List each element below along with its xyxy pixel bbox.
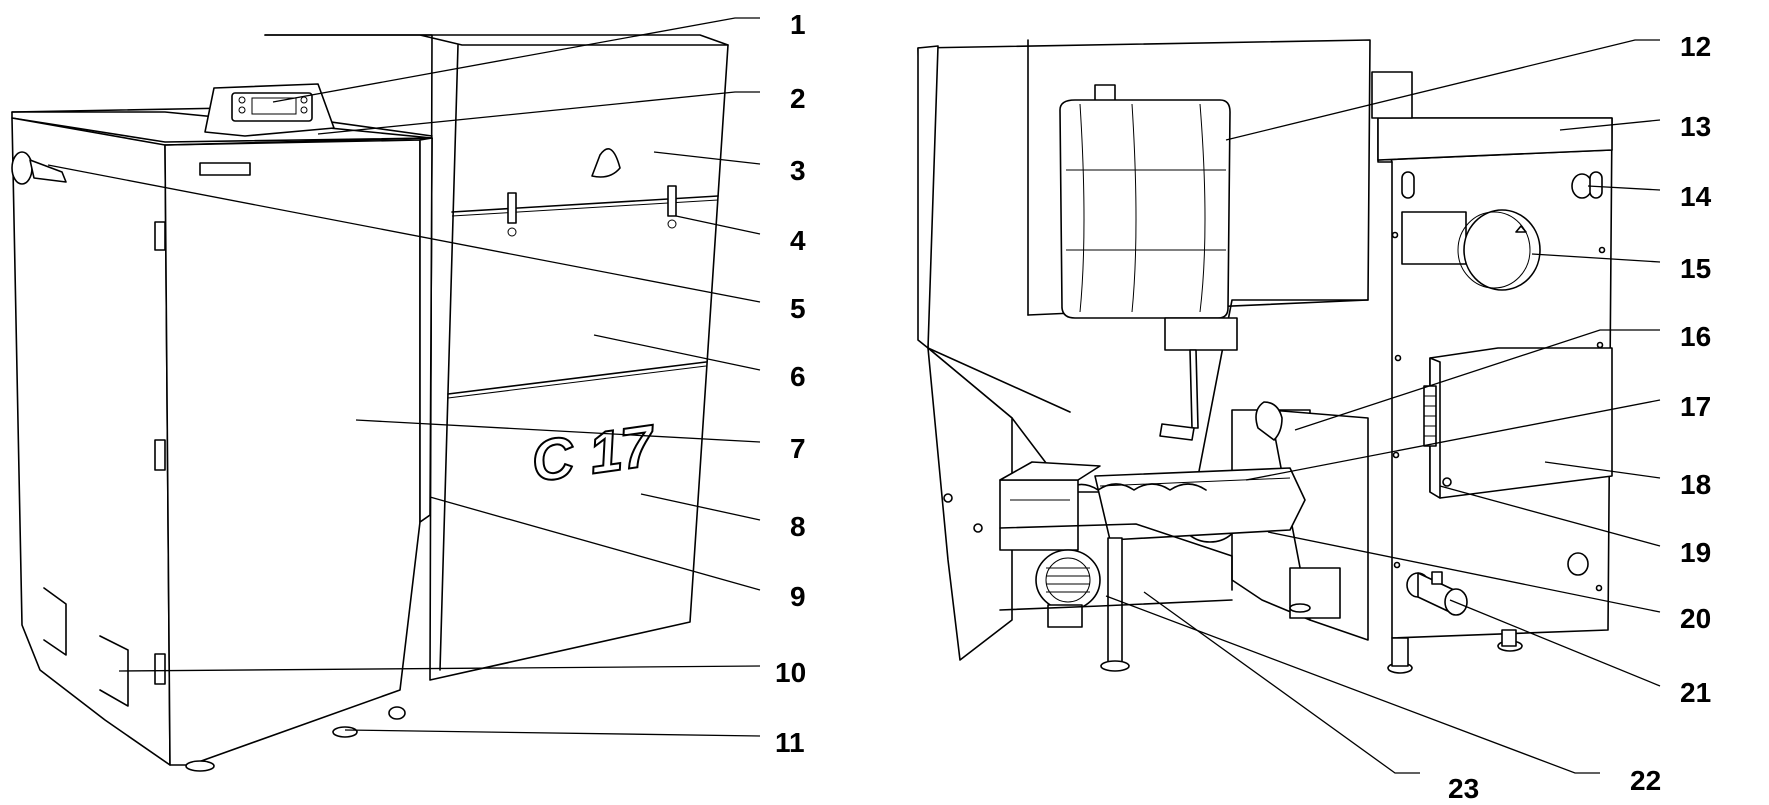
callout-11: 11 [775, 727, 805, 758]
leader-23 [1143, 591, 1420, 774]
flue-top [1371, 71, 1413, 119]
front-door [164, 139, 421, 766]
callout-numbers: 1 2 3 4 5 6 7 8 9 10 11 12 13 14 15 16 1… [775, 9, 1712, 804]
leader-13 [1559, 119, 1661, 131]
control-panel [204, 83, 335, 137]
leader-2 [317, 91, 760, 135]
callout-7: 7 [790, 433, 806, 464]
leader-11 [344, 729, 761, 737]
callout-19: 19 [1680, 537, 1711, 568]
auger-housing [927, 347, 1013, 661]
rear-view [917, 39, 1613, 674]
leader-6 [593, 334, 761, 371]
callout-13: 13 [1680, 111, 1711, 142]
gear-motor [999, 461, 1101, 551]
leader-22 [1105, 595, 1600, 774]
leader-21 [1449, 599, 1661, 687]
leader-4 [675, 215, 761, 235]
support-leg [1100, 537, 1130, 672]
callout-4: 4 [790, 225, 806, 256]
warning-triangle-icon [591, 148, 621, 178]
safety-valve [1571, 171, 1603, 199]
lid-latch [507, 185, 677, 237]
leader-5 [47, 164, 761, 303]
callout-23: 23 [1448, 773, 1479, 804]
leader-14 [1587, 185, 1661, 191]
control-box [1423, 347, 1613, 499]
leader-19 [1439, 485, 1661, 547]
callout-15: 15 [1680, 253, 1711, 284]
door-hinge [154, 221, 166, 251]
control-box-screw [1442, 477, 1452, 487]
leader-15 [1531, 253, 1661, 263]
foot [388, 706, 406, 720]
burner-assembly [999, 401, 1369, 672]
foot [185, 760, 215, 772]
flue-outlet [1457, 209, 1541, 291]
callout-12: 12 [1680, 31, 1711, 62]
callout-1: 1 [790, 9, 806, 40]
leader-9 [429, 496, 761, 591]
leader-8 [640, 493, 761, 521]
door-hinge [154, 653, 166, 685]
callout-17: 17 [1680, 391, 1711, 422]
callout-9: 9 [790, 581, 806, 612]
model-badge: C 17 [528, 413, 661, 495]
callout-3: 3 [790, 155, 806, 186]
leader-17 [1245, 399, 1661, 481]
leader-10 [118, 665, 761, 672]
cleaning-handle [11, 151, 67, 185]
callout-2: 2 [790, 83, 806, 114]
boiler-side-panel [11, 117, 171, 766]
callout-20: 20 [1680, 603, 1711, 634]
leader-20 [1267, 531, 1661, 613]
callout-22: 22 [1630, 765, 1661, 796]
callout-6: 6 [790, 361, 806, 392]
callout-21: 21 [1680, 677, 1711, 708]
callout-8: 8 [790, 511, 806, 542]
leader-12 [1225, 39, 1660, 141]
manufacturer-logo [199, 162, 251, 176]
door-edge [419, 137, 433, 523]
callout-5: 5 [790, 293, 806, 324]
leader-7 [355, 419, 761, 443]
hopper-front: C 17 [264, 34, 729, 681]
front-view: C 17 ••••• [11, 34, 729, 772]
leader-lines [47, 17, 1661, 774]
sensor-plate [1401, 211, 1467, 265]
callout-18: 18 [1680, 469, 1711, 500]
foot [332, 726, 358, 738]
door-hinge [154, 439, 166, 471]
leader-1 [272, 17, 760, 103]
callout-14: 14 [1680, 181, 1712, 212]
leader-18 [1544, 461, 1661, 479]
flexible-hose [1255, 401, 1283, 441]
leader-16 [1294, 329, 1660, 431]
leader-3 [653, 151, 761, 165]
callout-16: 16 [1680, 321, 1711, 352]
callout-10: 10 [775, 657, 806, 688]
feed-tube [1094, 467, 1306, 541]
boiler-top-rear [1377, 117, 1613, 161]
water-tank [1059, 84, 1238, 441]
logo-text: ••••• [204, 166, 234, 177]
feeder-motor [1035, 549, 1101, 628]
return-connection [1567, 552, 1589, 576]
